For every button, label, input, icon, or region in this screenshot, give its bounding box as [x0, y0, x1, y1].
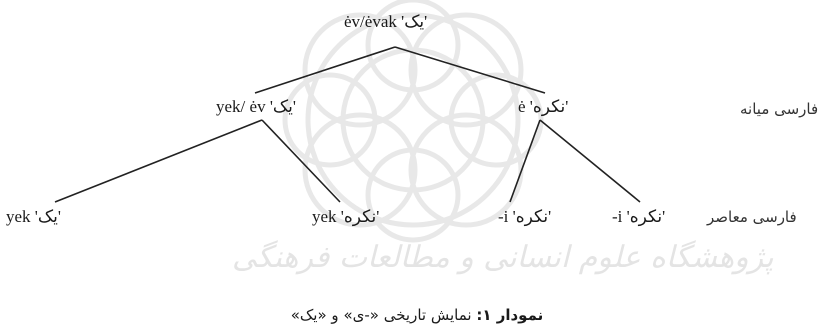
node-leaf-3: -i 'نکره' — [498, 207, 552, 226]
node-leaf-4: -i 'نکره' — [612, 207, 666, 226]
edge-middle-left-leaf-1 — [54, 119, 263, 203]
node-root: ėv/ėvak 'یک' — [344, 12, 428, 31]
caption-number: نمودار ۱: — [476, 306, 544, 324]
node-leaf-1: yek 'یک' — [6, 207, 61, 226]
node-middle-right: ė 'نکره' — [518, 97, 569, 116]
row-label-modern-persian: فارسی معاصر — [707, 208, 797, 226]
edge-middle-right-leaf-3 — [509, 119, 541, 203]
figure-caption: نمودار ۱: نمایش تاریخی «-ی» و «یک» — [0, 306, 834, 324]
edge-root-middle-right — [394, 46, 546, 94]
edge-middle-right-leaf-4 — [539, 119, 641, 203]
node-middle-left: yek/ ėv 'یک' — [216, 97, 296, 116]
edge-root-middle-left — [254, 46, 396, 94]
node-leaf-2: yek 'نکره' — [312, 207, 380, 226]
caption-text: نمایش تاریخی «-ی» و «یک» — [290, 306, 477, 324]
watermark-text: پژوهشگاه علوم انسانی و مطالعات فرهنگی — [232, 240, 774, 275]
row-label-middle-persian: فارسی میانه — [740, 100, 819, 118]
edge-middle-left-leaf-2 — [261, 119, 341, 203]
